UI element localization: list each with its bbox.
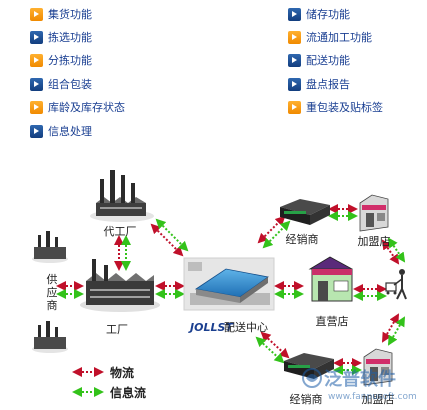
dc-brand-logo: JOLLST <box>188 321 234 334</box>
function-label: 盘点报告 <box>306 78 350 91</box>
warehouse-icon <box>183 257 275 311</box>
legend: 物流 信息流 <box>72 365 146 400</box>
store-icon <box>359 194 389 232</box>
supplier-node: 供 应 商 <box>32 231 68 353</box>
customer-node <box>385 269 407 300</box>
function-item-delivery[interactable]: 配送功能 <box>288 52 350 68</box>
orange-arrow-icon <box>30 7 43 21</box>
function-list: 集货功能 拣选功能 分拣功能 组合包装 库龄及库存状态 信息处理 储存功能 流通… <box>30 6 427 146</box>
orange-arrow-icon <box>30 100 43 114</box>
function-label: 流通加工功能 <box>306 31 372 44</box>
function-label: 分拣功能 <box>48 54 92 67</box>
function-item-picking[interactable]: 拣选功能 <box>30 29 92 45</box>
function-label: 组合包装 <box>48 78 92 91</box>
orange-arrow-icon <box>288 30 301 44</box>
factory-icon <box>32 321 68 353</box>
supplier-label-3: 商 <box>47 298 58 312</box>
blue-arrow-icon <box>30 30 43 44</box>
legend-information-label: 信息流 <box>110 385 146 400</box>
franchise-top-label: 加盟店 <box>358 234 391 248</box>
distribution-center-label: 配送中心 <box>224 320 268 334</box>
factory-label: 工厂 <box>106 323 128 336</box>
function-label: 储存功能 <box>306 8 350 21</box>
function-item-sorting[interactable]: 分拣功能 <box>30 52 92 68</box>
function-item-storage[interactable]: 储存功能 <box>288 6 350 22</box>
brand-logo-icon <box>302 368 322 388</box>
factory-icon <box>32 231 68 263</box>
function-label: 拣选功能 <box>48 31 92 44</box>
franchise-top-node: 加盟店 <box>358 194 391 248</box>
franchise-bottom-label: 加盟店 <box>362 392 395 406</box>
blue-arrow-icon <box>288 7 301 21</box>
dealer-bottom-label: 经销商 <box>290 392 323 406</box>
supplier-label-1: 供 <box>47 272 58 286</box>
function-label: 库龄及库存状态 <box>48 101 125 114</box>
store-icon <box>363 348 393 386</box>
oem-factory-label: 代工厂 <box>104 225 137 238</box>
distribution-center-node: JOLLST 配送中心 <box>183 257 275 334</box>
dealer-bottom-node: 经销商 <box>284 353 334 406</box>
function-label: 配送功能 <box>306 54 350 67</box>
function-item-stocktake[interactable]: 盘点报告 <box>288 76 350 92</box>
customer-icon <box>385 269 407 300</box>
blue-arrow-icon <box>288 53 301 67</box>
factory-node: 工厂 <box>80 259 160 336</box>
function-label: 重包装及贴标签 <box>306 101 383 114</box>
watermark-text: 泛普软件 <box>324 368 396 390</box>
function-item-relabel[interactable]: 重包装及贴标签 <box>288 99 383 115</box>
watermark-url: www.fanpusoft.com <box>328 392 417 402</box>
blue-arrow-icon <box>288 77 301 91</box>
direct-store-label: 直营店 <box>316 314 349 328</box>
blue-arrow-icon <box>30 77 43 91</box>
function-item-packaging[interactable]: 组合包装 <box>30 76 92 92</box>
orange-arrow-icon <box>288 100 301 114</box>
function-item-info-processing[interactable]: 信息处理 <box>30 123 92 139</box>
dealer-building-icon <box>280 199 330 225</box>
legend-logistics-label: 物流 <box>110 365 134 380</box>
factory-icon <box>80 259 160 312</box>
watermark: 泛普软件 www.fanpusoft.com <box>302 368 417 402</box>
franchise-bottom-node: 加盟店 <box>362 348 395 406</box>
legend-information: 信息流 <box>72 385 146 400</box>
factory-icon <box>90 170 154 222</box>
blue-arrow-icon <box>30 124 43 138</box>
function-item-processing[interactable]: 流通加工功能 <box>288 29 372 45</box>
function-label: 集货功能 <box>48 8 92 21</box>
flow-arrows <box>56 204 406 375</box>
logistics-flow-diagram: 代工厂 供 应 商 工厂 <box>32 170 417 406</box>
orange-arrow-icon <box>30 53 43 67</box>
oem-factory-node: 代工厂 <box>90 170 154 238</box>
store-icon <box>308 256 353 302</box>
dealer-top-label: 经销商 <box>286 232 319 246</box>
direct-store-node: 直营店 <box>308 256 353 328</box>
function-item-inventory-age[interactable]: 库龄及库存状态 <box>30 99 125 115</box>
dealer-top-node: 经销商 <box>280 199 330 246</box>
function-label: 信息处理 <box>48 125 92 138</box>
supplier-label-2: 应 <box>47 285 58 299</box>
function-item-collection[interactable]: 集货功能 <box>30 6 92 22</box>
legend-logistics: 物流 <box>72 365 134 380</box>
